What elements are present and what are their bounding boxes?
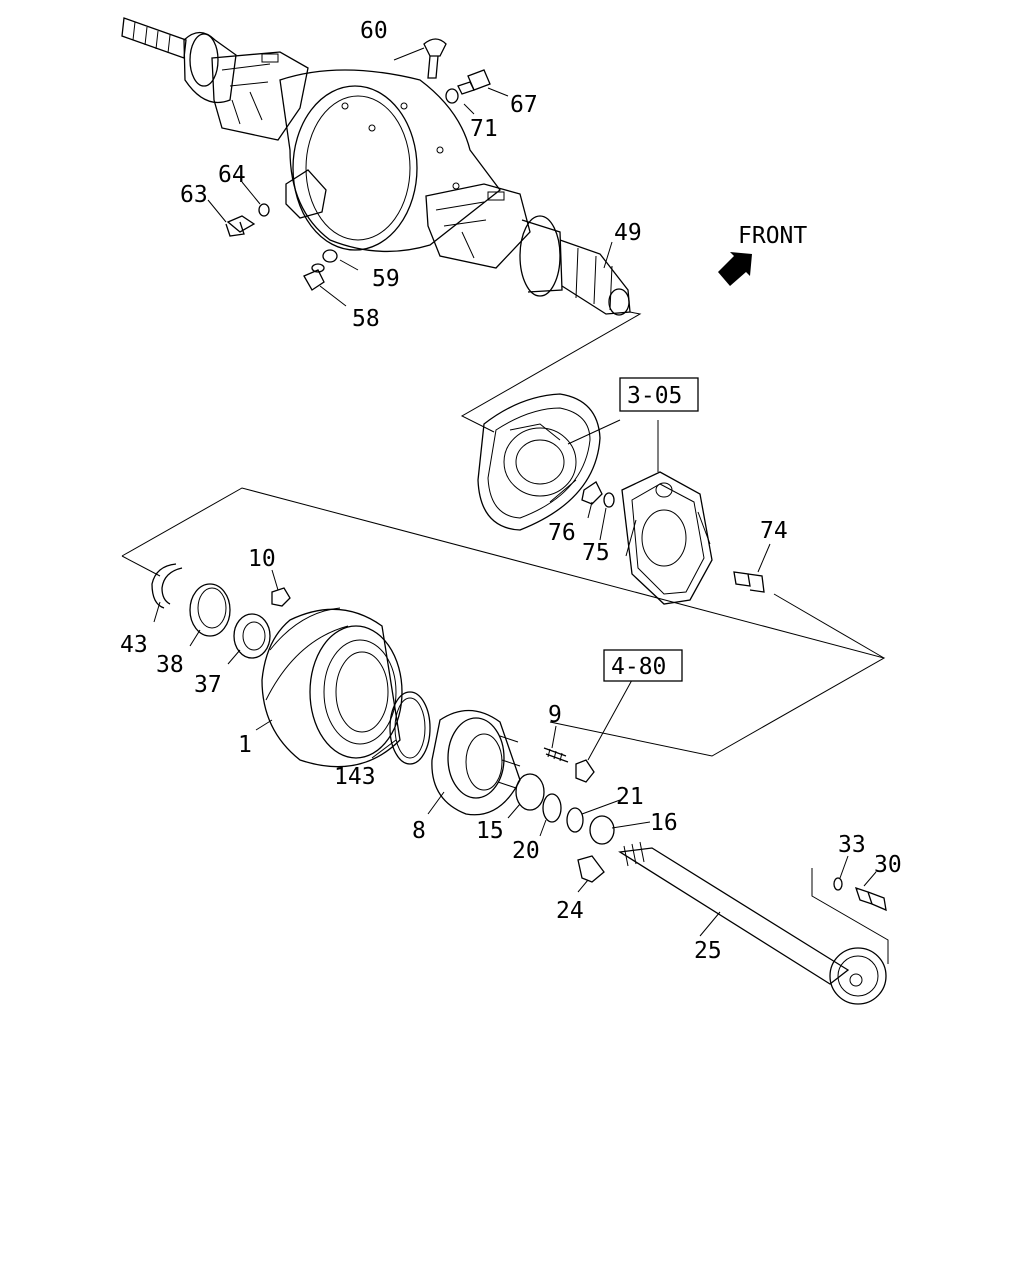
ref-label: 4-80: [611, 654, 666, 680]
callout-30[interactable]: 30: [874, 852, 902, 878]
ref-label: 3-05: [627, 383, 682, 409]
front-indicator: FRONT: [718, 223, 807, 286]
hub-drum-assembly: [151, 563, 615, 883]
callout-21[interactable]: 21: [616, 784, 644, 810]
axle-shaft: [618, 841, 887, 1005]
callout-37[interactable]: 37: [194, 672, 222, 698]
callout-15[interactable]: 15: [476, 818, 504, 844]
callout-1[interactable]: 1: [238, 732, 252, 758]
callout-49[interactable]: 49: [614, 220, 642, 246]
callout-33[interactable]: 33: [838, 832, 866, 858]
callout-67[interactable]: 67: [510, 92, 538, 118]
callout-8[interactable]: 8: [412, 818, 426, 844]
callout-60[interactable]: 60: [360, 18, 388, 44]
axle-housing: [121, 17, 631, 316]
callout-74[interactable]: 74: [760, 518, 788, 544]
callout-16[interactable]: 16: [650, 810, 678, 836]
callout-38[interactable]: 38: [156, 652, 184, 678]
ref-box-4-80[interactable]: 4-80: [603, 649, 683, 682]
callout-64[interactable]: 64: [218, 162, 246, 188]
callout-24[interactable]: 24: [556, 898, 584, 924]
callouts: 60 67 71 64 63 49 59 58 10 43 38 37 1 14…: [120, 18, 902, 964]
brake-backing-assembly: [477, 393, 765, 605]
callout-143[interactable]: 143: [334, 764, 376, 790]
callout-71[interactable]: 71: [470, 116, 498, 142]
callout-20[interactable]: 20: [512, 838, 540, 864]
callout-63[interactable]: 63: [180, 182, 208, 208]
callout-75[interactable]: 75: [582, 540, 610, 566]
callout-10[interactable]: 10: [248, 546, 276, 572]
callout-43[interactable]: 43: [120, 632, 148, 658]
leader-lines: [121, 47, 889, 964]
ref-box-3-05[interactable]: 3-05: [619, 377, 699, 412]
front-label: FRONT: [738, 223, 807, 249]
arrow-icon: [718, 252, 752, 286]
callout-58[interactable]: 58: [352, 306, 380, 332]
callout-76[interactable]: 76: [548, 520, 576, 546]
callout-25[interactable]: 25: [694, 938, 722, 964]
callout-9[interactable]: 9: [548, 702, 562, 728]
callout-59[interactable]: 59: [372, 266, 400, 292]
